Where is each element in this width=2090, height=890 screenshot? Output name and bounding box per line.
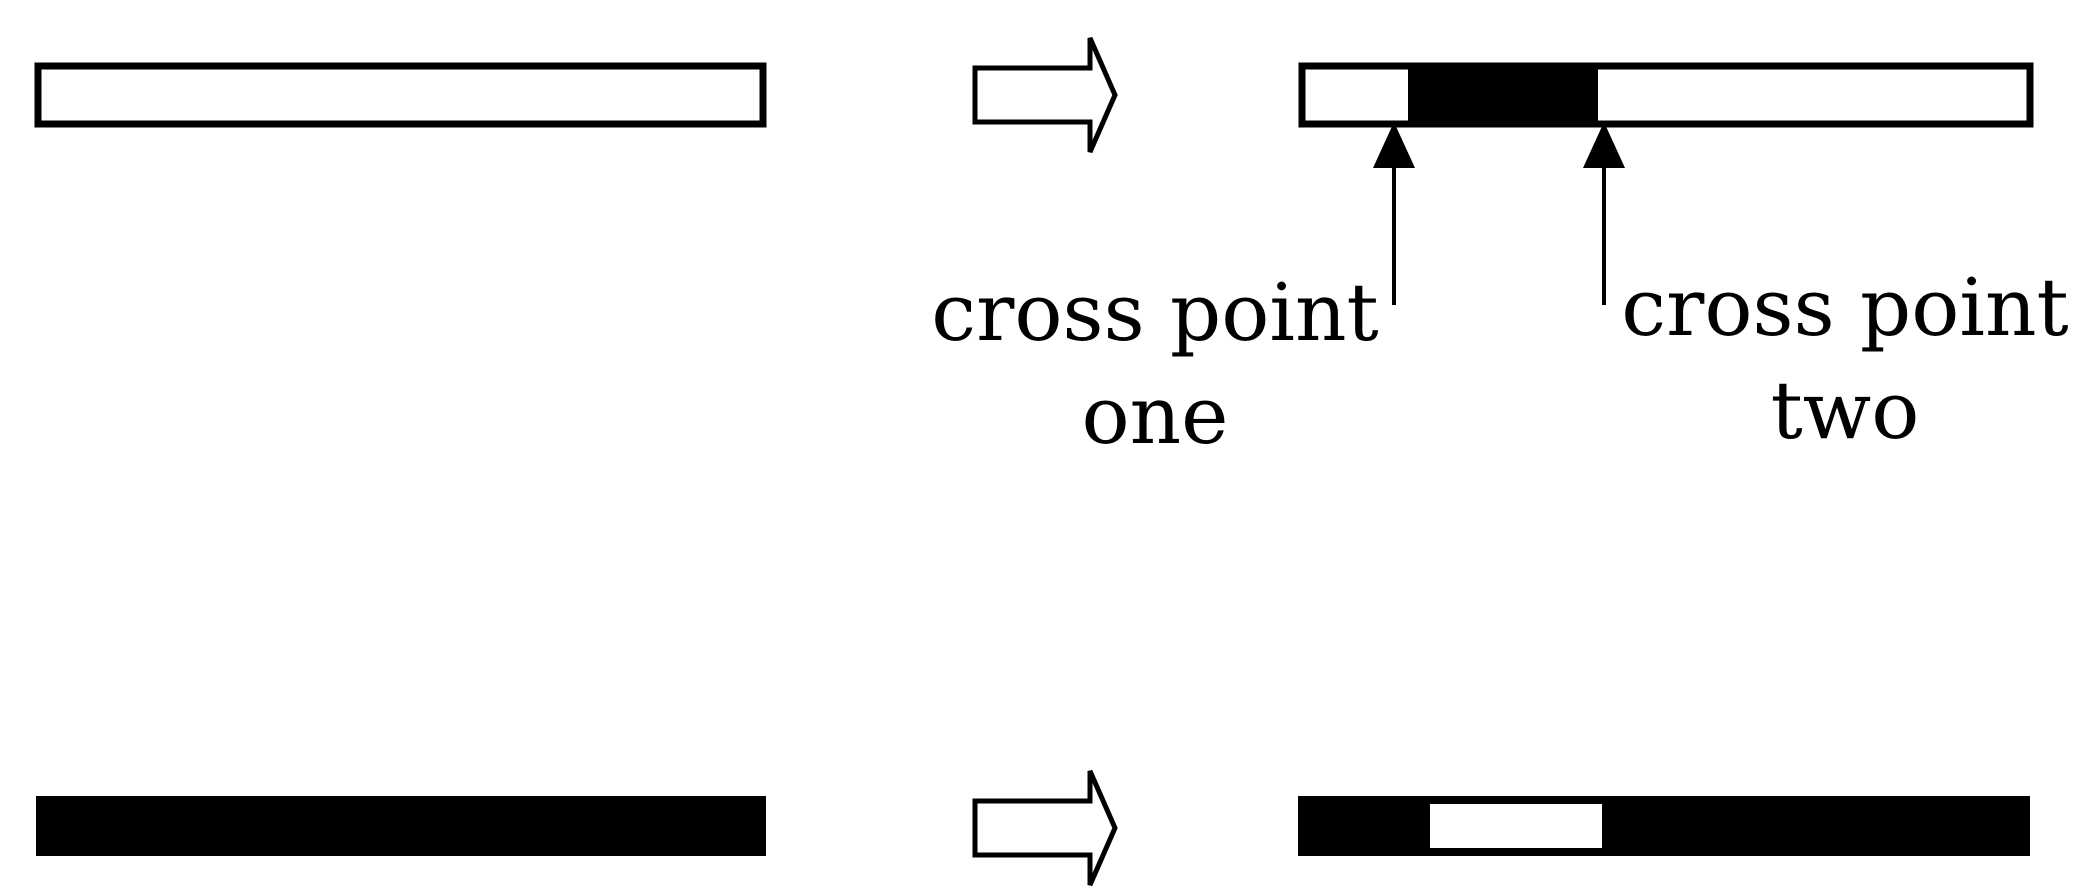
bottom-transform-arrow-icon	[972, 769, 1118, 887]
offspring-top-swapped-segment	[1408, 66, 1598, 124]
cross-point-two-arrowhead-icon	[1583, 122, 1625, 168]
parent-chromosome-white	[34, 62, 767, 128]
cross-point-two-label-line2: two	[1771, 364, 1920, 457]
cross-point-one-arrowhead-icon	[1373, 122, 1415, 168]
cross-point-two-pointer	[1583, 122, 1625, 305]
cross-point-one-pointer	[1373, 122, 1415, 305]
offspring-bottom-body	[1298, 796, 2030, 856]
cross-point-one-label-line2: one	[1081, 369, 1228, 462]
offspring-chromosome-top	[1298, 62, 2034, 128]
cross-point-one-label-line1: cross point	[931, 266, 1378, 359]
parent-chromosome-black	[36, 796, 766, 856]
top-transform-arrow-icon	[972, 36, 1118, 154]
offspring-chromosome-bottom	[1298, 796, 2030, 856]
cross-point-two-label-line1: cross point	[1621, 261, 2068, 354]
offspring-bottom-swapped-segment	[1430, 804, 1602, 848]
